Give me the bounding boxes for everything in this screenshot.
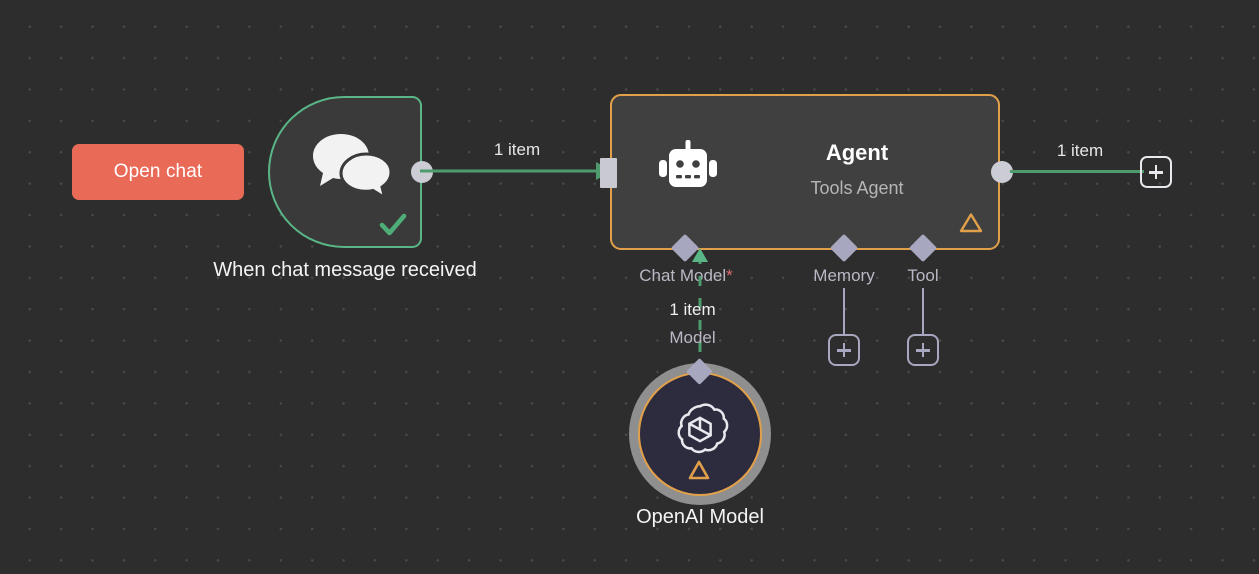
agent-port-tool-label: Tool: [907, 266, 939, 285]
connection-item-count-label: 1 item: [493, 140, 541, 159]
agent-port-memory-label: Memory: [813, 266, 875, 285]
openai-model-node-label: OpenAI Model: [636, 506, 764, 528]
warning-triangle-icon: [959, 213, 983, 233]
plus-icon-vertical: [842, 343, 846, 357]
check-icon: [379, 213, 407, 236]
memory-connector-line: [843, 288, 845, 336]
add-tool-button[interactable]: [907, 334, 939, 366]
plus-icon-vertical: [1154, 165, 1158, 179]
openai-logo-icon: [677, 403, 729, 454]
chat-model-item-count-label: 1 item: [669, 300, 716, 319]
agent-node-title: Agent: [825, 140, 889, 165]
connection-chat-model-to-openai[interactable]: [680, 246, 720, 376]
open-chat-button[interactable]: Open chat: [72, 144, 244, 200]
chat-bubbles-icon: [313, 134, 393, 198]
trigger-node-when-chat-message-received[interactable]: [268, 96, 422, 248]
add-memory-button[interactable]: [828, 334, 860, 366]
robot-icon: [659, 140, 717, 187]
connection-agent-to-add[interactable]: [1010, 170, 1144, 173]
plus-icon-vertical: [921, 343, 925, 357]
add-node-button-output[interactable]: [1140, 156, 1172, 188]
agent-node-subtitle: Tools Agent: [810, 178, 904, 198]
openai-model-node-body: [638, 372, 762, 496]
agent-output-port[interactable]: [991, 161, 1013, 183]
agent-port-chat-model-label: Chat Model*: [639, 266, 733, 285]
trigger-node-label: When chat message received: [213, 259, 477, 281]
tool-connector-line: [922, 288, 924, 336]
agent-node[interactable]: Agent Tools Agent: [610, 94, 1000, 250]
agent-input-port[interactable]: [600, 158, 617, 188]
output-connection-item-count-label: 1 item: [1056, 141, 1104, 160]
chat-model-connection-sublabel: Model: [669, 328, 716, 347]
warning-triangle-icon: [688, 460, 710, 480]
